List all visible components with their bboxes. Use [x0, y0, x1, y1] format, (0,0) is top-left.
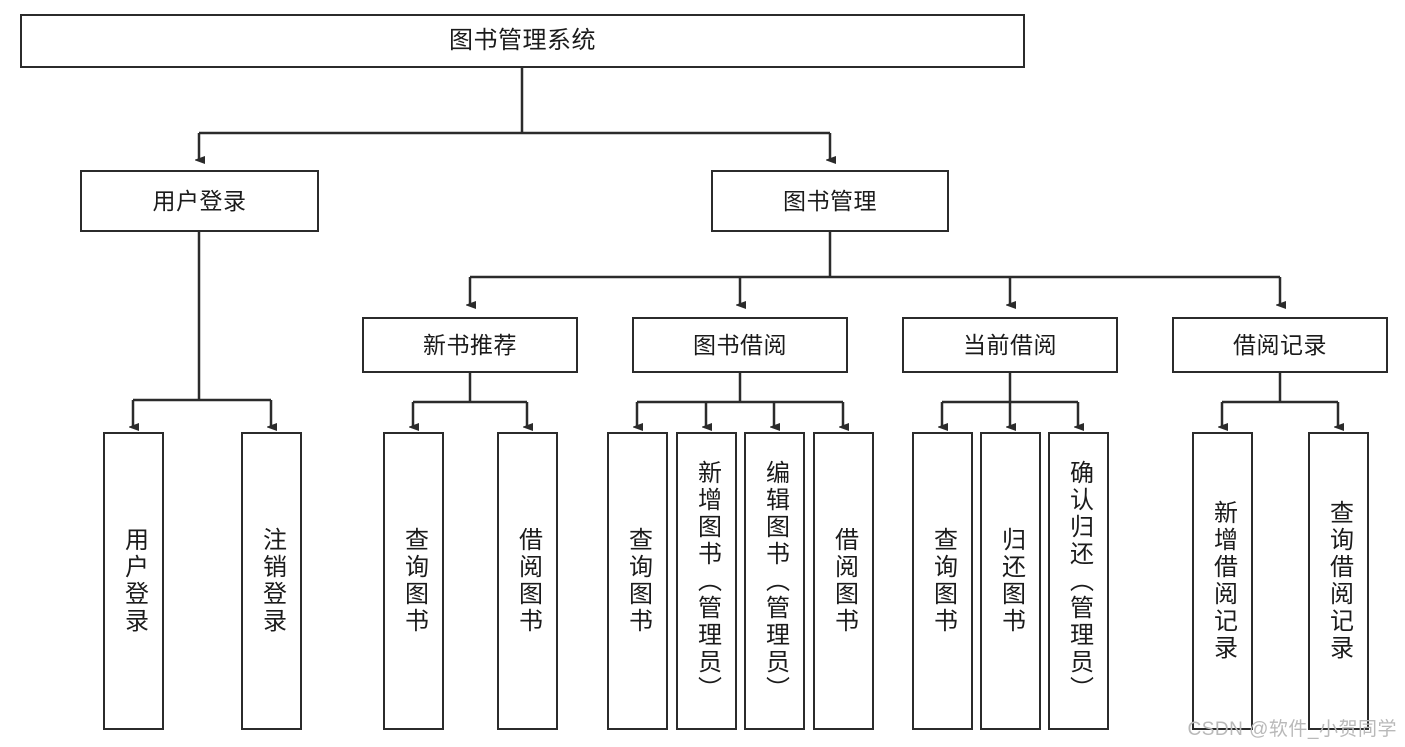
node-book-borrow[interactable]: 图书借阅 [632, 317, 848, 373]
watermark-text: CSDN @软件_小贺同学 [1187, 719, 1397, 740]
node-leaf-user-login[interactable]: 用户登录 [103, 432, 164, 730]
node-leaf-query-book-1-label: 查询图书 [400, 527, 428, 635]
node-leaf-borrow-book-2-label: 借阅图书 [830, 527, 858, 635]
node-leaf-edit-book-label: 编辑图书（管理员） [761, 459, 789, 703]
node-leaf-confirm-return-label: 确认归还（管理员） [1065, 459, 1093, 703]
node-leaf-query-record-label: 查询借阅记录 [1325, 500, 1353, 662]
node-leaf-borrow-book-1[interactable]: 借阅图书 [497, 432, 558, 730]
node-user-login-label: 用户登录 [152, 187, 247, 214]
node-leaf-query-book-2[interactable]: 查询图书 [607, 432, 668, 730]
node-leaf-logout-login-label: 注销登录 [258, 527, 286, 635]
node-leaf-add-book-label: 新增图书（管理员） [693, 459, 721, 703]
node-leaf-user-login-label: 用户登录 [120, 527, 148, 635]
node-leaf-borrow-book-1-label: 借阅图书 [514, 527, 542, 635]
node-book-management[interactable]: 图书管理 [711, 170, 949, 232]
node-borrow-record[interactable]: 借阅记录 [1172, 317, 1388, 373]
node-new-book-recommend-label: 新书推荐 [423, 331, 517, 358]
node-leaf-add-book[interactable]: 新增图书（管理员） [676, 432, 737, 730]
node-leaf-confirm-return[interactable]: 确认归还（管理员） [1048, 432, 1109, 730]
node-leaf-query-book-1[interactable]: 查询图书 [383, 432, 444, 730]
node-leaf-add-record-label: 新增借阅记录 [1209, 500, 1237, 662]
node-leaf-return-book[interactable]: 归还图书 [980, 432, 1041, 730]
node-new-book-recommend[interactable]: 新书推荐 [362, 317, 578, 373]
node-leaf-return-book-label: 归还图书 [997, 527, 1025, 635]
node-book-borrow-label: 图书借阅 [693, 331, 787, 358]
node-root-label: 图书管理系统 [449, 27, 596, 55]
node-leaf-query-book-2-label: 查询图书 [624, 527, 652, 635]
node-leaf-add-record[interactable]: 新增借阅记录 [1192, 432, 1253, 730]
node-user-login[interactable]: 用户登录 [80, 170, 319, 232]
node-book-management-label: 图书管理 [783, 187, 877, 214]
node-leaf-borrow-book-2[interactable]: 借阅图书 [813, 432, 874, 730]
node-leaf-query-record[interactable]: 查询借阅记录 [1308, 432, 1369, 730]
node-current-borrow[interactable]: 当前借阅 [902, 317, 1118, 373]
node-current-borrow-label: 当前借阅 [963, 331, 1057, 358]
node-leaf-query-book-3-label: 查询图书 [929, 527, 957, 635]
node-borrow-record-label: 借阅记录 [1233, 331, 1327, 358]
node-leaf-query-book-3[interactable]: 查询图书 [912, 432, 973, 730]
node-root[interactable]: 图书管理系统 [20, 14, 1025, 68]
node-leaf-edit-book[interactable]: 编辑图书（管理员） [744, 432, 805, 730]
node-leaf-logout-login[interactable]: 注销登录 [241, 432, 302, 730]
